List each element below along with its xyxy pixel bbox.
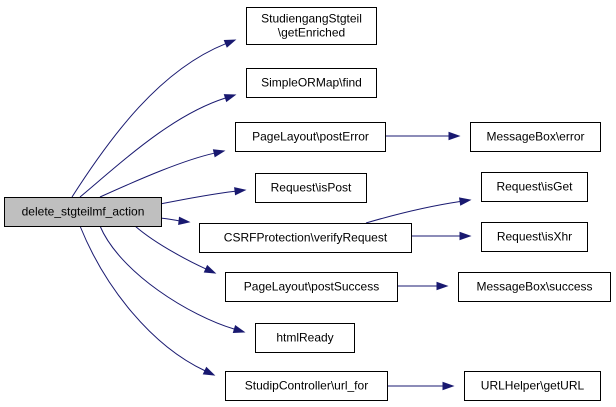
arrowhead-icon — [202, 366, 216, 376]
node-label: MessageBox\success — [476, 280, 592, 294]
edge-root-to-n12 — [79, 225, 216, 376]
node-box — [255, 173, 367, 203]
node-label: Request\isGet — [496, 180, 573, 194]
arrowhead-icon — [223, 94, 237, 103]
node-delete-stgteilmf-action: delete_stgteilmf_action — [4, 197, 162, 227]
edge-root-to-n1 — [71, 39, 237, 198]
node-request-ispost[interactable]: Request\isPost — [255, 173, 367, 203]
arrowhead-icon — [436, 281, 449, 291]
node-box — [481, 222, 588, 252]
node-pagelayout-posterror[interactable]: PageLayout\postError — [235, 122, 386, 152]
arrowhead-icon — [178, 216, 191, 226]
node-studipcontroller-url-for[interactable]: StudipController\url_for — [225, 371, 388, 401]
node-label: StudipController\url_for — [245, 379, 368, 393]
node-box — [246, 7, 377, 45]
node-request-isget[interactable]: Request\isGet — [481, 172, 588, 202]
edge-line — [134, 225, 207, 270]
node-htmlready[interactable]: htmlReady — [255, 323, 355, 353]
node-box — [458, 272, 611, 302]
nodes-layer: delete_stgteilmf_action StudiengangStgtei… — [4, 7, 611, 401]
node-request-isxhr[interactable]: Request\isXhr — [481, 222, 588, 252]
edge-line — [159, 217, 180, 222]
edge-line — [71, 43, 226, 198]
edge-line — [365, 200, 461, 224]
arrowhead-icon — [458, 197, 472, 206]
node-box — [255, 323, 355, 353]
edge-root-to-n2 — [79, 94, 237, 198]
node-label: SimpleORMap\find — [261, 76, 362, 90]
edge-root-to-n7 — [159, 216, 191, 226]
arrowhead-icon — [223, 39, 237, 48]
node-box — [246, 68, 377, 98]
node-messagebox-error[interactable]: MessageBox\error — [470, 122, 601, 152]
edge-root-to-n5 — [159, 187, 247, 205]
node-box — [225, 371, 388, 401]
edge-root-to-n11 — [99, 225, 246, 334]
node-box — [4, 197, 162, 227]
node-label: Request\isPost — [271, 181, 352, 195]
edge-line — [99, 152, 215, 198]
node-label: htmlReady — [276, 331, 333, 345]
arrowhead-icon — [234, 187, 247, 196]
node-box — [470, 122, 601, 152]
edge-n9-to-n10 — [396, 281, 449, 291]
node-box — [235, 122, 386, 152]
edge-n7-to-n8 — [411, 231, 472, 241]
edge-line — [79, 97, 226, 198]
edge-n12-to-n13 — [387, 381, 455, 391]
node-box — [481, 172, 588, 202]
edge-n7-to-n6 — [365, 197, 472, 224]
arrowhead-icon — [442, 381, 455, 391]
edge-root-to-n9 — [134, 225, 217, 274]
node-label: MessageBox\error — [486, 130, 584, 144]
node-label: delete_stgteilmf_action — [22, 205, 145, 219]
edges-layer — [71, 39, 472, 391]
edge-root-to-n3 — [99, 149, 226, 198]
node-label: Request\isXhr — [497, 230, 572, 244]
node-simpleormap-find[interactable]: SimpleORMap\find — [246, 68, 377, 98]
node-label: URLHelper\getURL — [481, 379, 585, 393]
node-label: \getEnriched — [278, 26, 345, 40]
edge-line — [79, 225, 206, 372]
edge-line — [159, 190, 236, 205]
node-label: PageLayout\postSuccess — [244, 280, 379, 294]
node-label: PageLayout\postError — [252, 130, 369, 144]
arrowhead-icon — [212, 149, 226, 158]
node-csrfprotection-verifyrequest[interactable]: CSRFProtection\verifyRequest — [199, 223, 412, 253]
node-pagelayout-postsuccess[interactable]: PageLayout\postSuccess — [225, 272, 398, 302]
node-label: CSRFProtection\verifyRequest — [224, 231, 388, 245]
node-urlhelper-geturl[interactable]: URLHelper\getURL — [464, 371, 601, 401]
arrowhead-icon — [232, 324, 246, 334]
node-label: StudiengangStgteil — [261, 12, 362, 26]
node-studiengangstgteil-getenriched[interactable]: StudiengangStgteil\getEnriched — [246, 7, 377, 45]
node-box — [225, 272, 398, 302]
arrowhead-icon — [448, 131, 461, 141]
node-box — [199, 223, 412, 253]
arrowhead-icon — [459, 231, 472, 241]
edge-n3-to-n4 — [385, 131, 461, 141]
arrowhead-icon — [203, 264, 217, 274]
node-box — [464, 371, 601, 401]
edge-line — [99, 225, 235, 330]
node-messagebox-success[interactable]: MessageBox\success — [458, 272, 611, 302]
